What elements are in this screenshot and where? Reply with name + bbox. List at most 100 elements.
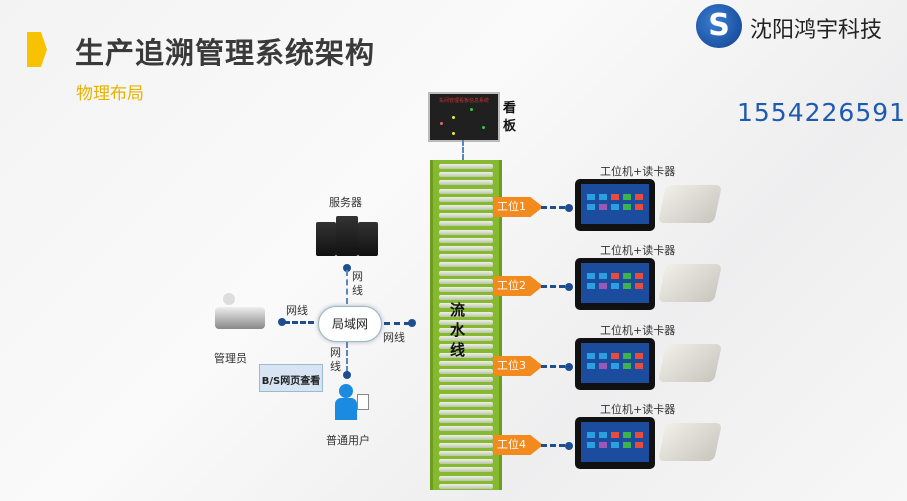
server-icon [316, 216, 378, 256]
conveyor-slat [439, 418, 493, 424]
app-tile [587, 194, 595, 200]
station-label: 工位2 [497, 279, 526, 292]
app-tile [587, 363, 595, 369]
app-tile [611, 204, 619, 210]
device-label: 工位机+读卡器 [600, 403, 676, 416]
conveyor-slat [439, 336, 493, 342]
app-tile [623, 432, 631, 438]
conveyor-slat [439, 246, 493, 251]
page-subtitle: 物理布局 [76, 84, 144, 104]
connector-dot [343, 371, 351, 379]
app-tile [611, 194, 619, 200]
conveyor-slat [439, 451, 493, 456]
conveyor-slat [439, 434, 493, 440]
user-icon [335, 384, 369, 424]
app-tile [635, 194, 643, 200]
conveyor-slat [439, 369, 493, 374]
app-tile [623, 353, 631, 359]
conveyor-slat [439, 164, 493, 169]
conveyor-slat [439, 270, 493, 276]
conveyor-slat [439, 475, 493, 481]
app-tile [635, 273, 643, 279]
app-tile [587, 442, 595, 448]
app-tile [635, 283, 643, 289]
conveyor-slat [439, 467, 493, 473]
app-tile [635, 353, 643, 359]
app-tile [599, 442, 607, 448]
assembly-line-label: 流水线 [450, 301, 466, 359]
station-label: 工位1 [497, 200, 526, 213]
connector-dot [565, 363, 573, 371]
card-reader-icon [657, 423, 723, 461]
lan-cloud: 局域网 [318, 306, 382, 342]
conveyor-slat [439, 303, 493, 309]
conveyor-slat [439, 188, 493, 194]
line-wire [384, 322, 410, 325]
card-reader-icon [657, 185, 723, 223]
app-tile [587, 273, 595, 279]
wire-label-admin: 网线 [286, 304, 308, 317]
app-tile [635, 363, 643, 369]
connector-dot [343, 264, 351, 272]
app-tile [635, 432, 643, 438]
conveyor-slat [439, 172, 493, 178]
app-tile [623, 442, 631, 448]
conveyor-slat [439, 410, 493, 415]
device-label: 工位机+读卡器 [600, 324, 676, 337]
app-tile [599, 432, 607, 438]
app-tile [587, 204, 595, 210]
wire-label-server: 网线 [352, 270, 363, 297]
conveyor-slat [439, 328, 493, 333]
tablet-icon [575, 417, 655, 469]
conveyor-slat [439, 393, 493, 399]
card-reader-icon [657, 264, 723, 302]
title-marker [27, 32, 47, 67]
tablet-icon [575, 179, 655, 231]
admin-label: 管理员 [214, 352, 247, 365]
conveyor-slat [439, 254, 493, 260]
conveyor-slat [439, 287, 493, 292]
conveyor-slat [439, 196, 493, 202]
station-wire [541, 285, 565, 288]
app-tile [587, 432, 595, 438]
app-tile [623, 363, 631, 369]
app-tile [611, 353, 619, 359]
station-arrow: 工位2 [493, 276, 543, 296]
kanban-board: 车间管理看板信息系统 [428, 92, 500, 142]
app-tile [623, 204, 631, 210]
tablet-icon [575, 338, 655, 390]
app-tile [623, 194, 631, 200]
station-label: 工位4 [497, 438, 526, 451]
app-tile [611, 432, 619, 438]
station-wire [541, 365, 565, 368]
station-label: 工位3 [497, 359, 526, 372]
app-tile [599, 353, 607, 359]
station-wire [541, 206, 565, 209]
wire-label-user: 网线 [330, 346, 341, 373]
conveyor-slat [439, 319, 493, 325]
tablet-icon [575, 258, 655, 310]
app-tile [635, 442, 643, 448]
user-label: 普通用户 [326, 434, 370, 447]
connector-dot [565, 442, 573, 450]
board-caption: 车间管理看板信息系统 [438, 98, 489, 104]
conveyor-slat [439, 180, 493, 186]
conveyor-slat [439, 237, 493, 243]
wire-label-line: 网线 [383, 331, 405, 344]
app-tile [587, 353, 595, 359]
kanban-label: 看板 [503, 101, 517, 134]
user-wire [346, 342, 348, 372]
conveyor-slat [439, 221, 493, 227]
app-tile [635, 204, 643, 210]
company-logo: S [696, 4, 742, 48]
page-title: 生产追溯管理系统架构 [75, 36, 376, 70]
connector-dot [565, 204, 573, 212]
assembly-line [430, 160, 502, 490]
conveyor-slat [439, 352, 493, 358]
app-tile [587, 283, 595, 289]
station-arrow: 工位1 [493, 197, 543, 217]
connector-dot [278, 318, 286, 326]
web-view-badge: B/S网页查看 [259, 364, 323, 392]
board-connector [462, 140, 464, 160]
app-tile [599, 204, 607, 210]
